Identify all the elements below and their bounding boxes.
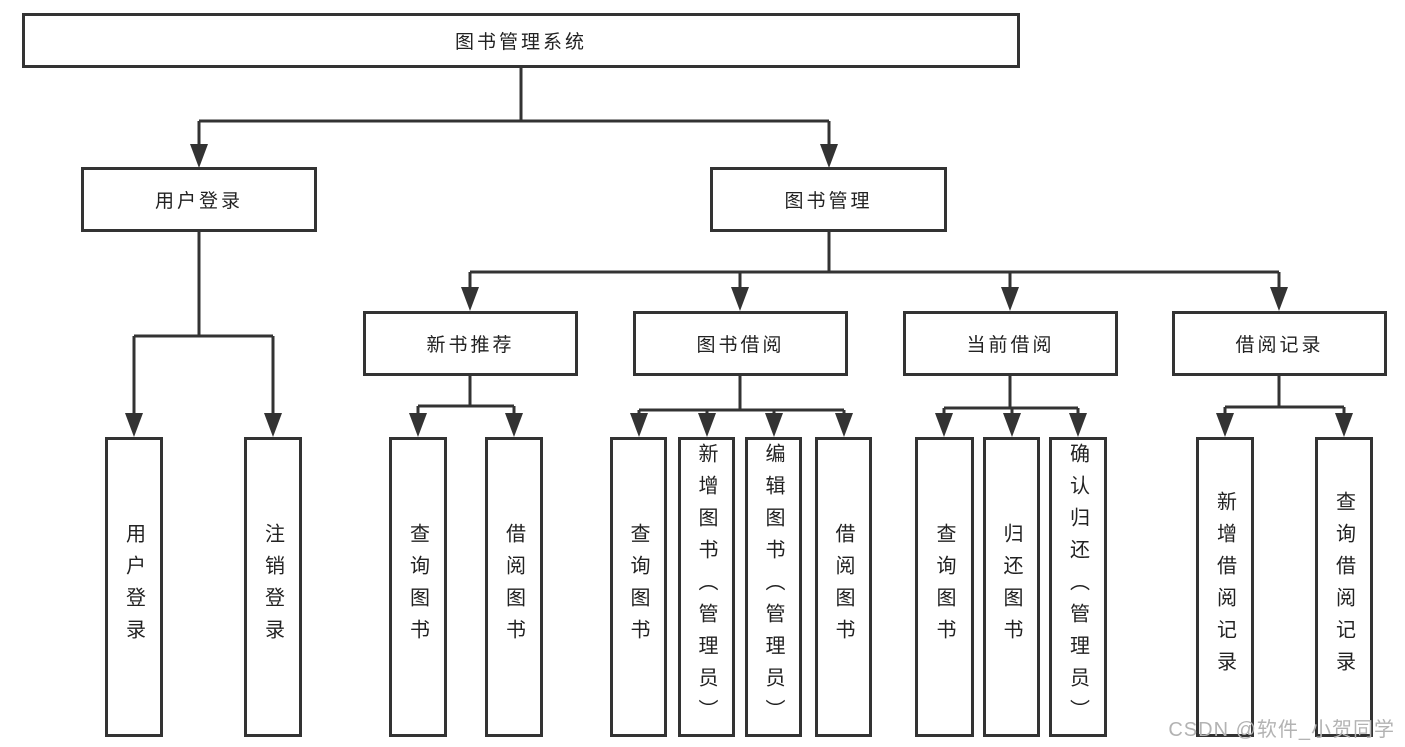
- leaf-current-return-books: 归还图书: [983, 437, 1040, 737]
- node-new-book-recommend-label: 新书推荐: [426, 335, 515, 356]
- leaf-newbooks-borrow-books: 借阅图书: [485, 437, 543, 737]
- node-new-book-recommend: 新书推荐: [363, 311, 578, 376]
- watermark: CSDN @软件_小贺同学: [1168, 719, 1395, 741]
- connector-userlogin-to-leaves: [132, 230, 275, 419]
- leaf-records-query-record-label: 查询借阅记录: [1332, 491, 1355, 683]
- leaf-borrow-query-books: 查询图书: [610, 437, 667, 737]
- leaf-user-login: 用户登录: [105, 437, 163, 737]
- connector-records-to-leaves: [1223, 374, 1346, 419]
- leaf-records-query-record: 查询借阅记录: [1315, 437, 1373, 737]
- leaf-current-confirm-return-admin: 确认归还（管理员）: [1049, 437, 1107, 737]
- leaf-borrow-query-books-label: 查询图书: [627, 523, 649, 651]
- leaf-borrow-edit-books-admin-label: 编辑图书（管理员）: [762, 443, 784, 731]
- node-current-borrow-label: 当前借阅: [966, 335, 1055, 356]
- connector-bookmgmt-to-level3: [468, 230, 1281, 293]
- leaf-borrow-add-books-admin: 新增图书（管理员）: [678, 437, 735, 737]
- leaf-borrow-borrow-books-label: 借阅图书: [832, 523, 854, 651]
- leaf-logout: 注销登录: [244, 437, 302, 737]
- leaf-logout-label: 注销登录: [261, 523, 284, 651]
- node-borrow-records-label: 借阅记录: [1235, 335, 1324, 356]
- leaf-borrow-edit-books-admin: 编辑图书（管理员）: [745, 437, 802, 737]
- leaf-newbooks-query-books: 查询图书: [389, 437, 447, 737]
- leaf-records-add-record: 新增借阅记录: [1196, 437, 1254, 737]
- node-root: 图书管理系统: [22, 13, 1020, 68]
- connector-newbooks-to-leaves: [416, 374, 516, 419]
- leaf-records-add-record-label: 新增借阅记录: [1213, 491, 1236, 683]
- leaf-current-confirm-return-admin-label: 确认归还（管理员）: [1066, 443, 1089, 731]
- node-book-borrow-label: 图书借阅: [696, 335, 785, 356]
- leaf-user-login-label: 用户登录: [122, 523, 145, 651]
- leaf-borrow-add-books-admin-label: 新增图书（管理员）: [695, 443, 717, 731]
- connector-root-to-level2: [197, 66, 831, 150]
- leaf-current-query-books-label: 查询图书: [933, 523, 955, 651]
- leaf-newbooks-query-books-label: 查询图书: [406, 523, 429, 651]
- leaf-newbooks-borrow-books-label: 借阅图书: [502, 523, 525, 651]
- node-current-borrow: 当前借阅: [903, 311, 1118, 376]
- node-book-management: 图书管理: [710, 167, 947, 232]
- leaf-borrow-borrow-books: 借阅图书: [815, 437, 872, 737]
- connector-currentborrow-to-leaves: [942, 374, 1080, 419]
- node-book-borrow: 图书借阅: [633, 311, 848, 376]
- connector-bookborrow-to-leaves: [637, 374, 846, 419]
- node-user-login-label: 用户登录: [154, 191, 243, 212]
- arrowhead-icons: [125, 144, 1353, 437]
- node-book-management-label: 图书管理: [784, 191, 873, 212]
- node-user-login: 用户登录: [81, 167, 317, 232]
- leaf-current-return-books-label: 归还图书: [1000, 523, 1022, 651]
- node-root-label: 图书管理系统: [454, 32, 587, 53]
- leaf-current-query-books: 查询图书: [915, 437, 974, 737]
- node-borrow-records: 借阅记录: [1172, 311, 1387, 376]
